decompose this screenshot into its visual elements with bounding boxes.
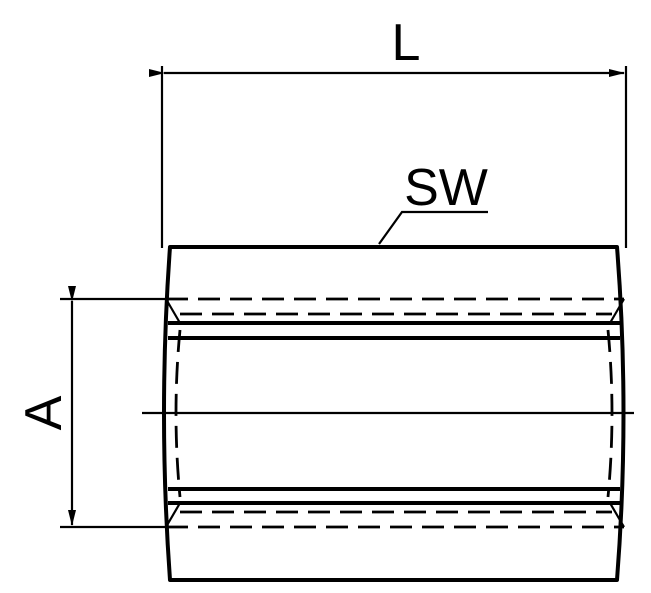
- length-label: L: [392, 14, 421, 72]
- chamfer-left-top: [165, 298, 181, 324]
- wrench-size-label: SW: [404, 159, 488, 217]
- chamfer-left-bottom: [165, 502, 181, 528]
- wrench-size-leader: [378, 210, 488, 245]
- hex-body-outline: [162, 245, 626, 582]
- chamfer-right-top: [609, 298, 625, 324]
- chamfer-right-bottom: [609, 502, 625, 528]
- thread-diameter-label: A: [15, 395, 73, 430]
